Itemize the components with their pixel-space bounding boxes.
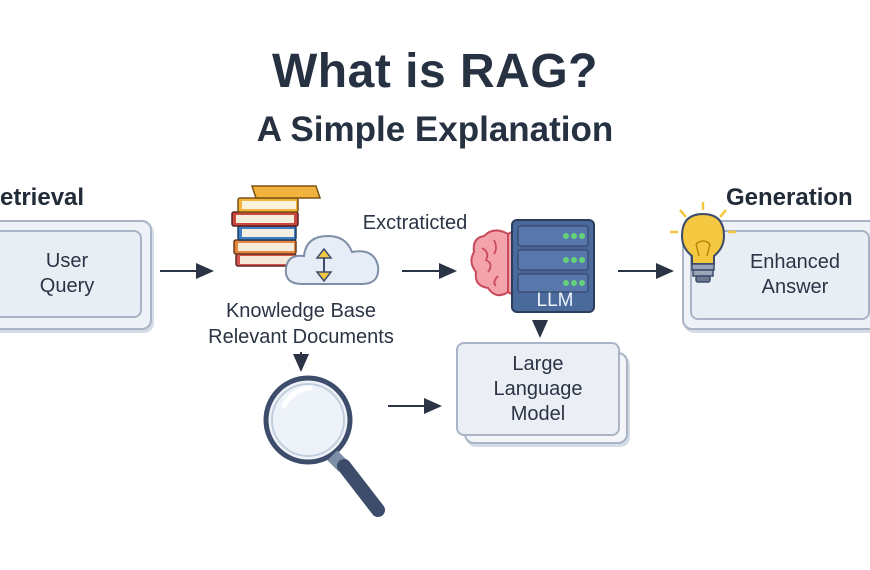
extracted-label: Exctraticted bbox=[362, 212, 468, 234]
user-query-line1: User bbox=[45, 250, 89, 272]
knowledge-base-line1: Knowledge Base bbox=[225, 300, 377, 322]
books-icon bbox=[231, 185, 322, 267]
page-subtitle: A Simple Explanation bbox=[256, 110, 614, 149]
user-query-line2: Query bbox=[39, 275, 95, 297]
page-title: What is RAG? bbox=[272, 45, 598, 98]
server-icon bbox=[511, 219, 595, 313]
knowledge-base-line2: Relevant Documents bbox=[208, 326, 394, 348]
cloud-sync-icon bbox=[284, 234, 380, 285]
generation-section-label: Generation bbox=[726, 184, 853, 211]
llm-box: Large Language Model bbox=[456, 342, 620, 436]
enhanced-answer-line2: Answer bbox=[761, 276, 829, 298]
enhanced-answer-line1: Enhanced bbox=[749, 251, 841, 273]
user-query-box: User Query bbox=[0, 230, 142, 318]
llm-box-line3: Model bbox=[510, 402, 566, 425]
magnifier-icon bbox=[263, 375, 385, 517]
llm-badge: LLM bbox=[536, 290, 574, 311]
llm-box-line1: Large bbox=[512, 352, 564, 375]
knowledge-base-label: Knowledge Base Relevant Documents bbox=[196, 298, 406, 350]
lightbulb-icon bbox=[670, 202, 736, 283]
retrieval-section-label: etrieval bbox=[0, 184, 85, 211]
llm-box-line2: Language bbox=[493, 377, 583, 400]
